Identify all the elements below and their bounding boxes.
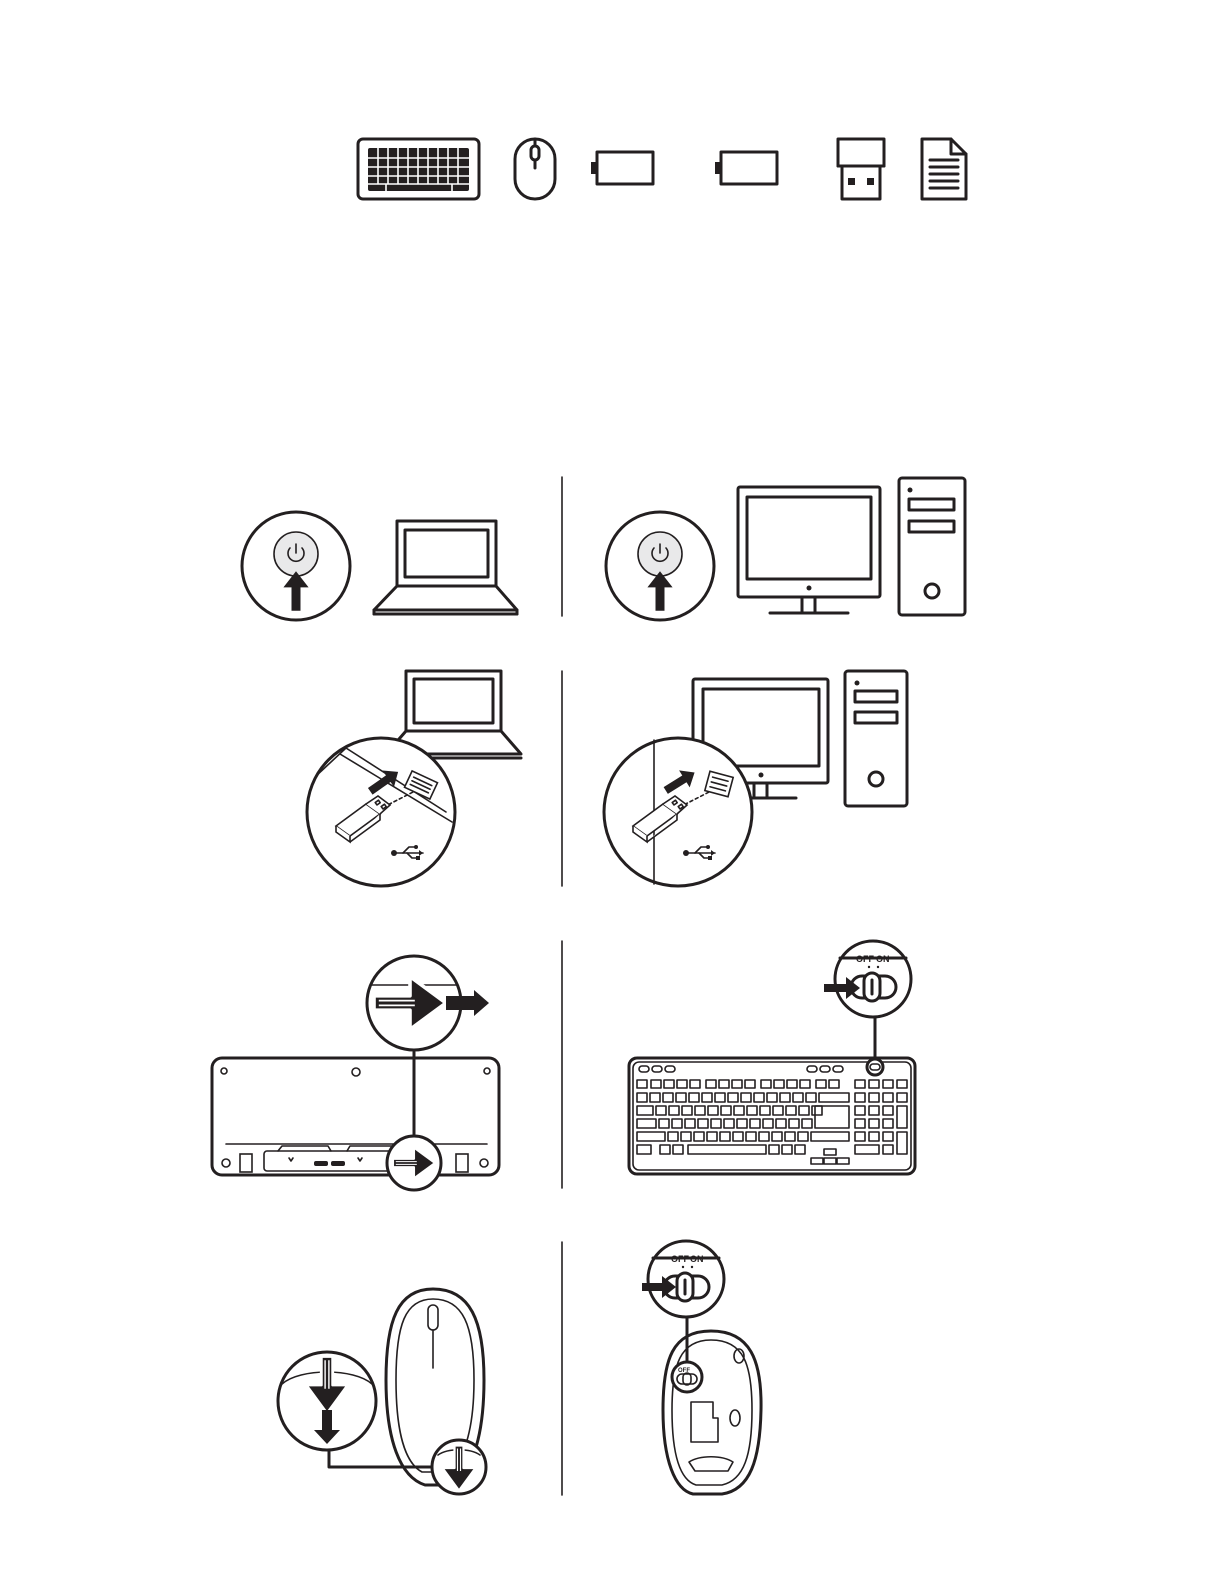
laptop-illustration xyxy=(374,521,517,614)
step-mouse-pull-tab xyxy=(278,1289,486,1494)
power-button-callout xyxy=(242,512,350,620)
document-icon xyxy=(922,139,966,199)
usb-plug-callout xyxy=(307,737,455,886)
power-switch-callout: OFF OFF ON xyxy=(642,1241,724,1392)
battery-icon xyxy=(591,152,653,184)
mouse-underside xyxy=(663,1331,761,1494)
power-button-callout xyxy=(606,512,714,620)
switch-off-label: OFF xyxy=(671,1254,689,1264)
usb-plug-callout xyxy=(604,738,752,886)
switch-on-label: ON xyxy=(690,1254,704,1264)
switch-on-label: ON xyxy=(876,954,890,964)
step-mouse-switch-on: OFF OFF ON xyxy=(642,1241,761,1494)
step-power-on-desktop xyxy=(606,478,965,620)
battery-icon xyxy=(715,152,777,184)
step-power-on-laptop xyxy=(242,512,517,620)
mouse-icon xyxy=(515,139,555,199)
switch-off-label: OFF xyxy=(856,954,874,964)
step-keyboard-pull-tab xyxy=(212,956,499,1190)
box-contents xyxy=(358,139,966,199)
tower-illustration xyxy=(899,478,965,615)
monitor-illustration xyxy=(738,487,880,613)
usb-receiver-icon xyxy=(838,139,884,199)
step-keyboard-switch-on: OFF ON xyxy=(629,941,915,1174)
power-switch-callout: OFF ON xyxy=(824,941,911,1075)
keyboard-underside xyxy=(212,1058,499,1175)
step-plug-receiver-laptop xyxy=(307,671,521,886)
pull-tab-callout xyxy=(278,1352,486,1494)
pull-tab-callout xyxy=(367,956,489,1190)
step-plug-receiver-desktop xyxy=(604,671,907,886)
keyboard-icon xyxy=(358,139,479,199)
tower-illustration xyxy=(845,671,907,806)
